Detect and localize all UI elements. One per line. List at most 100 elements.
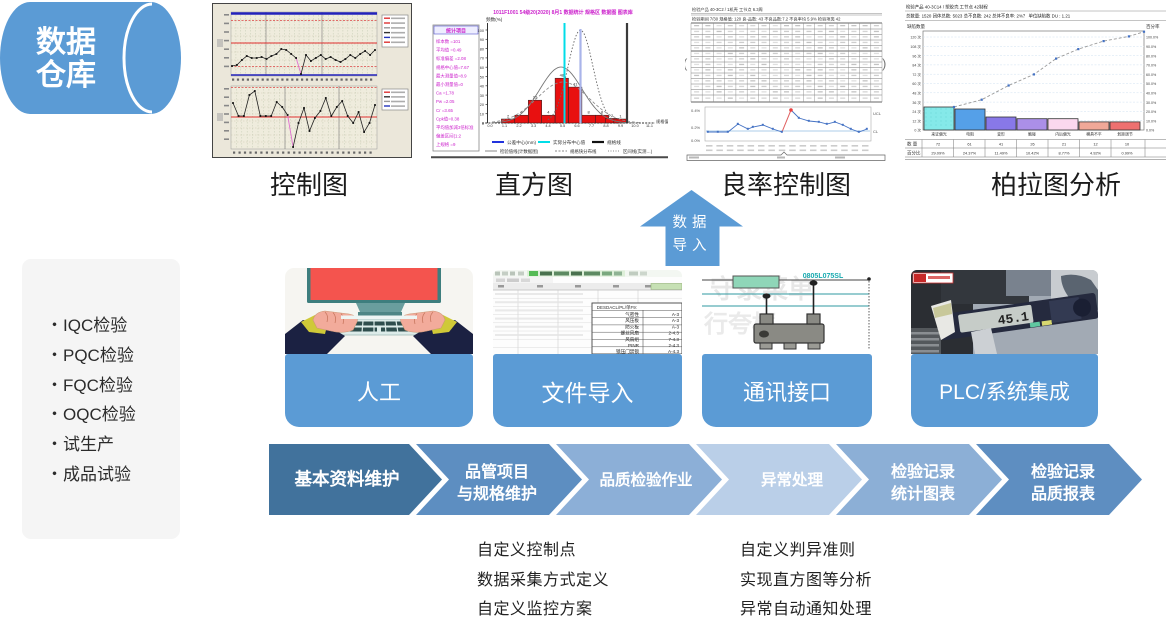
svg-text:0.0%: 0.0% — [691, 138, 701, 143]
svg-text:标准偏差 =2.08: 标准偏差 =2.08 — [436, 55, 466, 62]
svg-text:29.09%: 29.09% — [931, 151, 945, 156]
svg-text:11.49%: 11.49% — [995, 151, 1008, 156]
svg-text:1.1: 1.1 — [502, 124, 507, 128]
svg-text:数据: 数据 — [36, 26, 96, 59]
svg-text:2: 2 — [611, 113, 614, 118]
svg-text:24 次: 24 次 — [912, 109, 921, 114]
svg-text:2.2: 2.2 — [516, 124, 521, 128]
svg-text:120 次: 120 次 — [910, 35, 921, 40]
svg-text:总数量: 1520 团体总数: 5023: 总数量: 1520 团体总数: 5023 总不良数: 242 总体不良率: 2%… — [906, 13, 1071, 20]
svg-text:检验记录: 检验记录 — [891, 462, 955, 481]
svg-text:84 次: 84 次 — [912, 63, 921, 68]
svg-text:触碰: 触碰 — [1028, 132, 1036, 137]
svg-text:0.99%: 0.99% — [1121, 151, 1133, 156]
svg-text:Cpk值=0.38: Cpk值=0.38 — [436, 115, 460, 122]
svg-text:规格快分布线: 规格快分布线 — [570, 148, 597, 155]
svg-text:PINR: PINR — [628, 343, 640, 348]
svg-text:0805L075SL: 0805L075SL — [803, 273, 844, 280]
svg-text:气密性: 气密性 — [625, 311, 639, 318]
svg-text:4: 4 — [520, 110, 523, 115]
svg-text:20: 20 — [480, 103, 484, 107]
svg-text:7-4.3: 7-4.3 — [669, 337, 680, 342]
svg-text:50.0%: 50.0% — [1146, 82, 1157, 86]
svg-text:21: 21 — [1062, 142, 1066, 147]
svg-text:100: 100 — [478, 29, 484, 33]
svg-text:60 次: 60 次 — [912, 81, 921, 86]
svg-text:90: 90 — [480, 38, 484, 42]
svg-text:CL: CL — [873, 129, 879, 134]
svg-text:DESDACL/PL/单F9:: DESDACL/PL/单F9: — [597, 304, 637, 311]
svg-text:7.7: 7.7 — [589, 124, 594, 128]
svg-text:最大测量值=8.9: 最大测量值=8.9 — [436, 72, 467, 79]
svg-text:检验产品 40-3C14 / 塑胶壳 工节点: 检验产品 40-3C14 / 塑胶壳 工节点 42制程 — [906, 4, 988, 11]
svg-text:0.4%: 0.4% — [691, 108, 701, 113]
svg-text:0.0: 0.0 — [487, 124, 492, 128]
svg-text:4.4: 4.4 — [545, 124, 550, 128]
svg-text:0: 0 — [482, 122, 484, 126]
svg-text:80: 80 — [480, 47, 484, 51]
svg-text:样本数 =101: 样本数 =101 — [436, 38, 461, 45]
svg-text:1011F1001 54级20(2020) 8月1 数据: 1011F1001 54级20(2020) 8月1 数据统计 规格区 数据图 图… — [493, 9, 633, 16]
svg-text:Ca =1.78: Ca =1.78 — [436, 91, 455, 96]
svg-text:4.92%: 4.92% — [1090, 151, 1102, 156]
svg-text:检验期间 7/30 规格值: 120 良-品: 检验期间 7/30 规格值: 120 良-品数: 43 不良品数:7.2 不良率… — [692, 16, 841, 23]
svg-text:上规格 =9: 上规格 =9 — [436, 141, 456, 148]
svg-text:0 次: 0 次 — [914, 128, 921, 133]
svg-text:统计项目: 统计项目 — [446, 28, 466, 35]
svg-text:0.0%: 0.0% — [1146, 129, 1155, 133]
svg-text:48: 48 — [560, 73, 565, 78]
svg-text:风压板: 风压板 — [625, 317, 639, 324]
svg-text:12: 12 — [1093, 142, 1097, 147]
svg-text:20.0%: 20.0% — [1146, 110, 1157, 114]
svg-text:72: 72 — [936, 142, 940, 147]
svg-text:30: 30 — [480, 94, 484, 98]
svg-text:数据: 数据 — [673, 214, 712, 231]
svg-text:内后偏光: 内后偏光 — [1055, 132, 1071, 137]
svg-text:8: 8 — [587, 110, 590, 115]
svg-text:风扇组: 风扇组 — [625, 336, 639, 343]
svg-text:8.8: 8.8 — [603, 124, 608, 128]
svg-text:60.0%: 60.0% — [1146, 73, 1157, 77]
svg-text:40.0%: 40.0% — [1146, 92, 1157, 96]
svg-text:划距调节: 划距调节 — [1117, 132, 1133, 137]
svg-text:26: 26 — [1030, 142, 1034, 147]
svg-text:检验值线(计数据图): 检验值线(计数据图) — [500, 148, 539, 155]
svg-text:70: 70 — [480, 57, 484, 61]
svg-text:108 次: 108 次 — [910, 44, 921, 49]
svg-text:2-4.3: 2-4.3 — [669, 343, 680, 348]
svg-text:品质报表: 品质报表 — [1031, 484, 1096, 503]
svg-text:2: 2 — [507, 114, 510, 119]
svg-text:平均值 =0.49: 平均值 =0.49 — [436, 47, 462, 54]
svg-text:数 量: 数 量 — [907, 141, 918, 148]
svg-text:30.0%: 30.0% — [1146, 101, 1157, 105]
svg-text:1: 1 — [619, 114, 622, 119]
svg-text:规格线: 规格线 — [607, 139, 621, 146]
svg-text:A-3: A-3 — [672, 318, 680, 323]
svg-text:A-3: A-3 — [672, 324, 680, 329]
svg-text:9.9: 9.9 — [618, 124, 623, 128]
svg-text:80.0%: 80.0% — [1146, 54, 1157, 58]
svg-text:仓库: 仓库 — [36, 59, 96, 92]
svg-text:50: 50 — [480, 75, 484, 79]
svg-text:72 次: 72 次 — [912, 72, 921, 77]
svg-text:5.5: 5.5 — [560, 124, 565, 128]
svg-text:规格值…: 规格值… — [656, 118, 668, 125]
svg-text:统计图表: 统计图表 — [891, 484, 956, 503]
svg-text:10: 10 — [480, 113, 484, 117]
svg-text:UCL: UCL — [873, 111, 882, 116]
svg-text:基本资料维护: 基本资料维护 — [294, 469, 400, 489]
svg-text:区间线(实测…): 区间线(实测…) — [623, 148, 653, 155]
svg-text:检验记录: 检验记录 — [1031, 462, 1095, 481]
svg-text:61: 61 — [967, 142, 971, 147]
svg-text:11.1: 11.1 — [646, 124, 653, 128]
svg-text:2-4.3: 2-4.3 — [669, 331, 680, 336]
svg-text:3.3: 3.3 — [531, 124, 536, 128]
svg-text:偏差区间(1:2: 偏差区间(1:2 — [436, 133, 462, 140]
svg-text:变形: 变形 — [997, 132, 1005, 137]
svg-text:70.0%: 70.0% — [1146, 64, 1157, 68]
svg-text:公差中心(mm): 公差中心(mm) — [507, 139, 537, 146]
svg-text:规格中心值=7.67: 规格中心值=7.67 — [436, 64, 470, 71]
svg-text:品管项目: 品管项目 — [465, 462, 529, 481]
svg-text:检验产品 40-3C2 / 1机壳 工节点 6.: 检验产品 40-3C2 / 1机壳 工节点 6.3周 — [692, 6, 763, 13]
svg-text:90.0%: 90.0% — [1146, 45, 1157, 49]
